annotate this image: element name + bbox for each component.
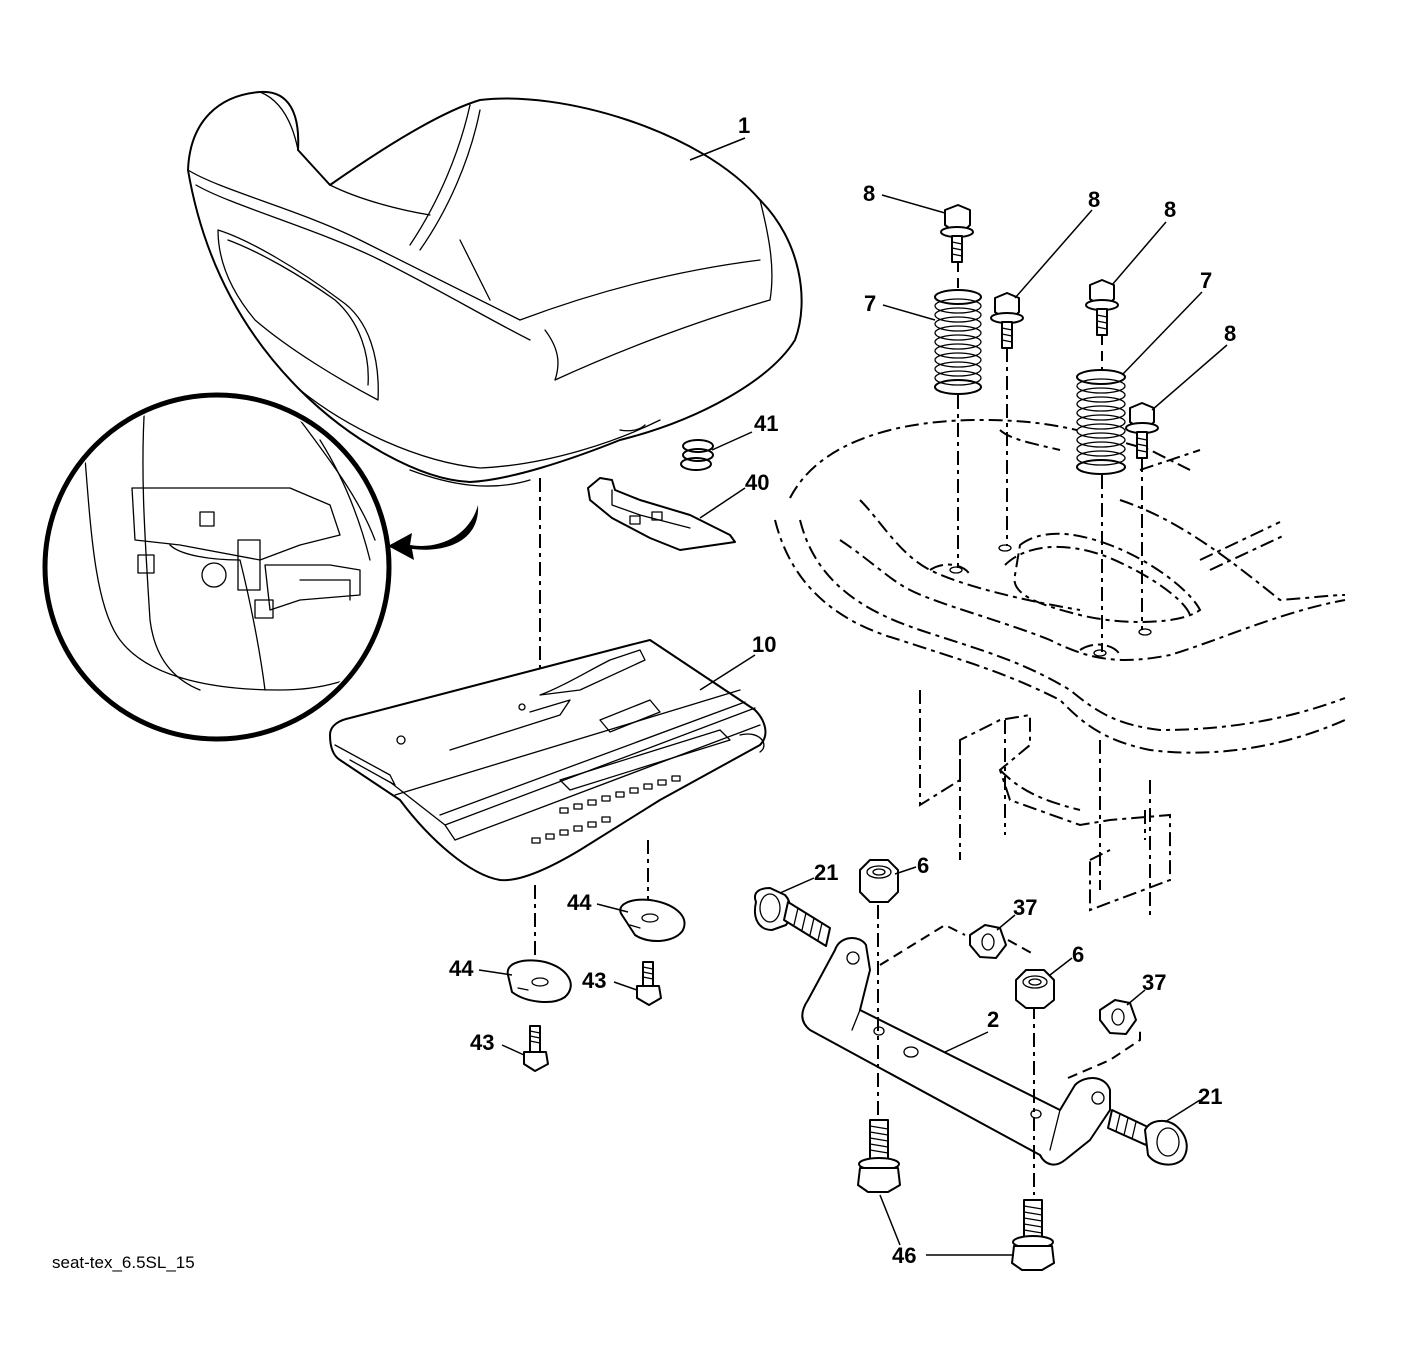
callout-43-right: 43 (582, 968, 606, 993)
drawing-code: seat-tex_6.5SL_15 (52, 1253, 195, 1272)
nut-part-6-top (859, 859, 899, 903)
bolt-part-8-c (1085, 279, 1119, 336)
pivot-bolt-part-21-left (754, 887, 831, 947)
callout-8-a: 8 (863, 181, 875, 206)
callout-2: 2 (987, 1007, 999, 1032)
detail-view-circle (42, 392, 479, 742)
seat-pan-part-10 (329, 639, 767, 882)
callout-40: 40 (745, 470, 769, 495)
callout-37-top: 37 (1013, 895, 1037, 920)
callout-8-c: 8 (1164, 197, 1176, 222)
callout-6-bottom: 6 (1072, 942, 1084, 967)
screw-part-43-right (636, 961, 662, 1006)
callout-44-left: 44 (449, 956, 474, 981)
washer-part-44-right (619, 898, 686, 942)
nut-part-37-top (969, 924, 1007, 959)
spring-part-7-right (1076, 369, 1126, 475)
callout-8-b: 8 (1088, 187, 1100, 212)
callout-7-right: 7 (1200, 268, 1212, 293)
callout-8-d: 8 (1224, 321, 1236, 346)
frame-outline (774, 418, 1346, 915)
callout-44-right: 44 (567, 890, 592, 915)
seat-bracket-part-2 (801, 937, 1111, 1166)
callout-7-left: 7 (864, 291, 876, 316)
callout-43-left: 43 (470, 1030, 494, 1055)
seat-part-1 (187, 90, 803, 487)
adjust-slots (531, 775, 681, 844)
callout-10: 10 (752, 632, 776, 657)
small-spring-part-41 (680, 439, 714, 471)
callout-21-right: 21 (1198, 1084, 1222, 1109)
screw-part-43-left (523, 1025, 549, 1072)
nut-part-6-bottom (1015, 969, 1055, 1009)
bolt-part-46-left (857, 1119, 901, 1193)
washer-part-44-left (506, 959, 572, 1004)
bolt-part-8-d (1125, 402, 1159, 459)
nut-part-37-bottom (1099, 999, 1137, 1035)
spring-part-7-left (934, 289, 982, 395)
callout-41: 41 (754, 411, 778, 436)
callout-37-bottom: 37 (1142, 970, 1166, 995)
callout-21-left: 21 (814, 860, 838, 885)
callout-1: 1 (738, 113, 750, 138)
bolt-part-8-a (940, 204, 974, 263)
callout-46: 46 (892, 1243, 916, 1268)
pivot-bolt-part-21-right (1107, 1109, 1188, 1166)
bolt-part-8-b (990, 292, 1024, 349)
callout-6-top: 6 (917, 853, 929, 878)
bolt-part-46-right (1011, 1199, 1055, 1271)
seat-clip-part-40 (587, 477, 736, 551)
